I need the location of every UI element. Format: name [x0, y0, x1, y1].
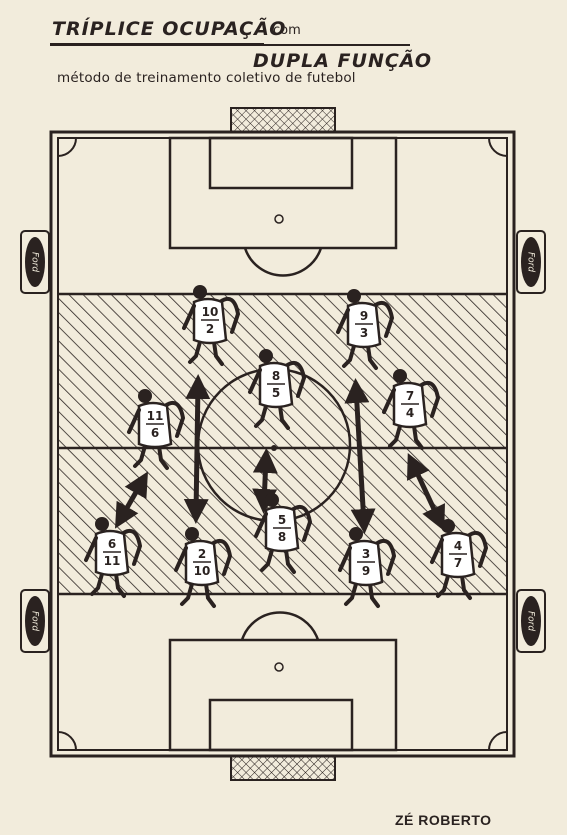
bottom-penalty-arc	[240, 611, 320, 641]
player-secondary-number: 8	[278, 530, 286, 544]
player-secondary-number: 9	[362, 564, 370, 578]
player-figure: 102	[182, 285, 241, 366]
title-line-2: DUPLA FUNÇÃO	[253, 50, 433, 72]
player-figure: 85	[248, 349, 307, 430]
player-primary-number: 3	[362, 547, 370, 561]
ford-board-top-right: Ford	[516, 230, 546, 294]
title-underline	[50, 43, 264, 45]
player-primary-number: 5	[278, 513, 286, 527]
player-secondary-number: 11	[104, 554, 121, 568]
player-figure: 39	[338, 527, 397, 608]
corner-arc-bottom-right	[488, 731, 508, 751]
title-rule	[50, 44, 410, 46]
corner-arc-bottom-left	[57, 731, 77, 751]
player-figure: 74	[382, 369, 441, 450]
bottom-goal-area	[208, 698, 354, 752]
player-secondary-number: 10	[194, 564, 211, 578]
player-figure: 58	[254, 493, 313, 574]
player-primary-number: 8	[272, 369, 280, 383]
player-figure: 210	[174, 527, 233, 608]
title-line-1: TRÍPLICE OCUPAÇÃO	[52, 18, 287, 40]
player-primary-number: 2	[198, 547, 206, 561]
ford-logo-text: Ford	[526, 252, 536, 272]
swap-arrow-11-6	[115, 471, 148, 529]
player-primary-number: 10	[202, 305, 219, 319]
player-secondary-number: 6	[151, 426, 159, 440]
player-primary-number: 4	[454, 539, 462, 553]
player-figure: 116	[127, 389, 186, 470]
bottom-penalty-area	[168, 638, 398, 752]
ford-board-bottom-left: Ford	[20, 589, 50, 653]
player-secondary-number: 2	[206, 322, 214, 336]
ford-logo-text: Ford	[30, 252, 40, 272]
top-penalty-area	[168, 136, 398, 250]
ford-board-bottom-right: Ford	[516, 589, 546, 653]
title-connector: com	[273, 23, 301, 38]
author-credit: ZÉ ROBERTO	[395, 812, 492, 828]
player-secondary-number: 7	[454, 556, 462, 570]
player-secondary-number: 5	[272, 386, 280, 400]
player-primary-number: 6	[108, 537, 116, 551]
swap-arrow-10-2	[183, 374, 211, 524]
ford-board-top-left: Ford	[20, 230, 50, 294]
ford-logo-text: Ford	[526, 611, 536, 631]
corner-arc-top-right	[488, 137, 508, 157]
center-spot	[271, 445, 277, 451]
swap-arrow-7-4	[407, 452, 445, 532]
swap-arrow-9-3	[344, 378, 376, 534]
player-primary-number: 9	[360, 309, 368, 323]
bottom-goal-net	[230, 755, 336, 781]
player-primary-number: 7	[406, 389, 414, 403]
corner-arc-top-left	[57, 137, 77, 157]
player-figure: 93	[336, 289, 395, 370]
player-secondary-number: 3	[360, 326, 368, 340]
field-outer-border	[49, 130, 516, 758]
player-secondary-number: 4	[406, 406, 414, 420]
top-penalty-spot	[274, 214, 284, 224]
top-goal-area	[208, 136, 354, 190]
player-primary-number: 11	[147, 409, 164, 423]
top-goal-net	[230, 107, 336, 133]
top-penalty-arc	[243, 247, 323, 277]
bottom-penalty-spot	[274, 662, 284, 672]
player-figure: 47	[430, 519, 489, 600]
subtitle: método de treinamento coletivo de futebo…	[57, 70, 356, 86]
swap-arrow-8-5	[252, 448, 278, 514]
ford-logo-text: Ford	[30, 611, 40, 631]
player-figure: 611	[84, 517, 143, 598]
